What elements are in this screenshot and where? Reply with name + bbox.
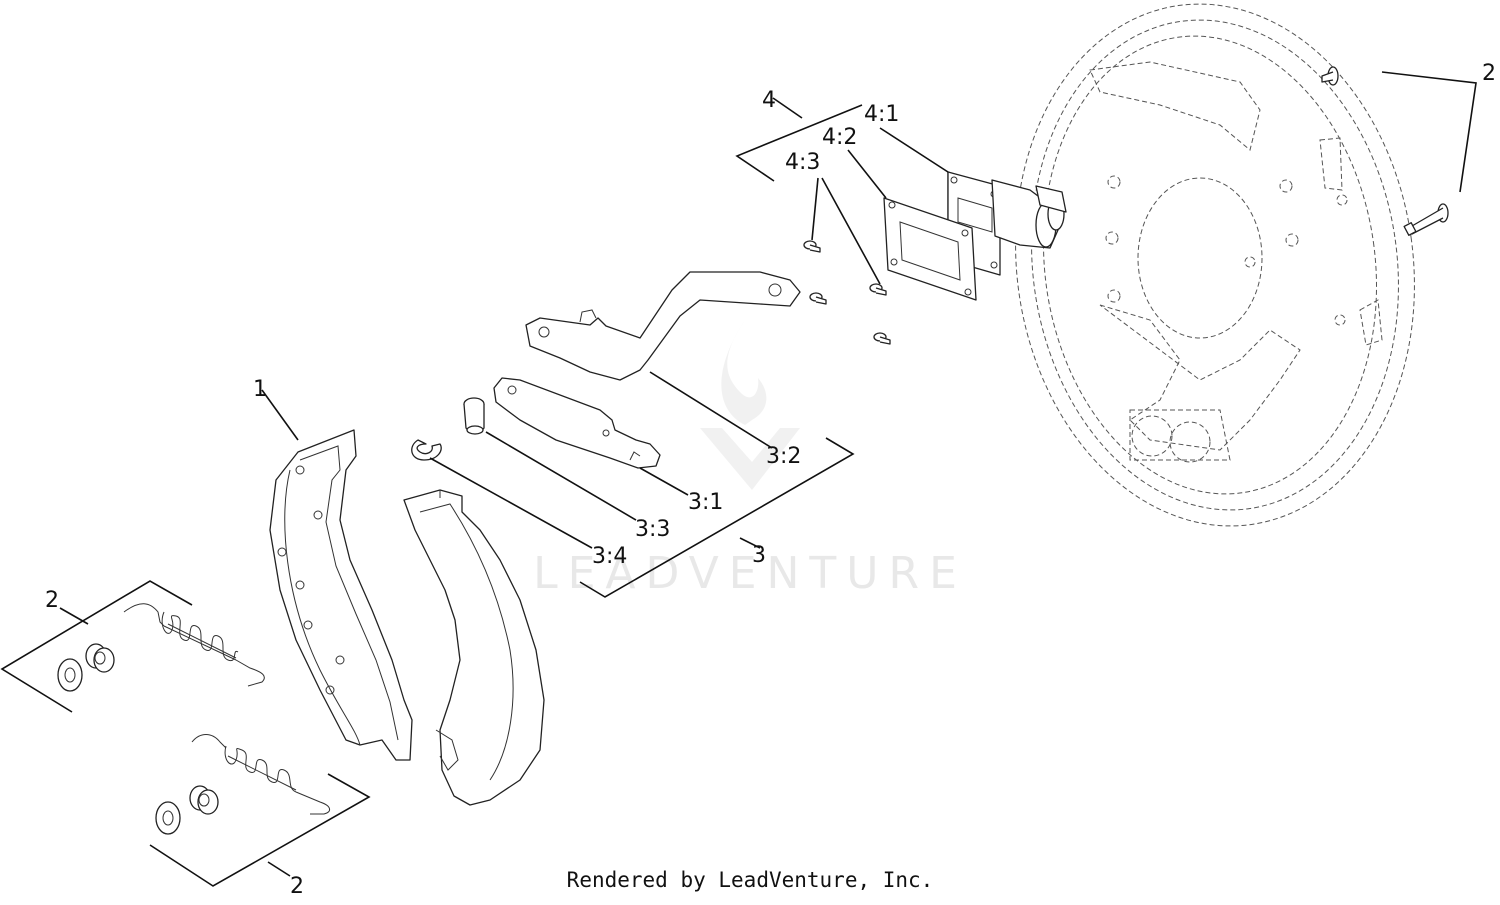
callout-3-2: 3:2 — [766, 444, 801, 469]
screw-icon — [803, 240, 821, 253]
part-2-right-bolts — [1321, 66, 1449, 236]
screw-icon — [809, 292, 827, 305]
footer-credit: Rendered by LeadVenture, Inc. — [566, 868, 934, 892]
callout-2-left: 2 — [45, 588, 59, 613]
callout-labels: 1 2 2 2 3 3:1 3:2 3:3 3:4 4 4:1 4:2 4:3 — [45, 61, 1496, 899]
spring-coil-icon — [161, 611, 239, 662]
part-4-3-screws — [803, 240, 891, 345]
brake-shoe-right — [403, 489, 545, 806]
spring-lower — [191, 734, 330, 815]
spring-coil-icon — [224, 745, 297, 793]
hold-down-cup-lower — [155, 801, 181, 835]
part-3-4-eclip — [411, 439, 442, 461]
part-3-1-plate — [493, 377, 661, 469]
leader-lines — [261, 127, 949, 549]
callout-3-3: 3:3 — [635, 517, 670, 542]
part-3-2-lever — [525, 271, 801, 381]
callout-3-1: 3:1 — [688, 490, 723, 515]
bolt-icon — [1321, 66, 1339, 86]
callout-bracket-group-2-left — [0, 580, 193, 713]
screw-icon — [869, 283, 887, 296]
callout-2-bottom: 2 — [290, 874, 304, 899]
callout-4-2: 4:2 — [822, 125, 857, 150]
watermark-text: LEADVENTURE — [533, 548, 967, 599]
callout-4-3: 4:3 — [785, 150, 820, 175]
callout-2-right: 2 — [1482, 61, 1496, 86]
part-4-2-gasket — [883, 197, 977, 301]
callout-4: 4 — [762, 88, 776, 113]
part-1-brake-shoe-left — [269, 429, 413, 761]
watermark-logo-icon — [700, 320, 800, 490]
hold-down-spring-upper — [85, 643, 115, 673]
callout-3: 3 — [752, 543, 766, 568]
hold-down-spring-lower — [189, 785, 219, 815]
part-3-3-pin — [463, 397, 485, 435]
callout-bracket-group-3 — [579, 437, 855, 598]
callout-bracket-group-2-bottom — [149, 773, 371, 887]
callout-3-4: 3:4 — [592, 544, 627, 569]
watermark: LEADVENTURE — [533, 320, 967, 599]
hold-down-cup-upper — [57, 658, 83, 692]
part-4-1-wheel-cylinder — [947, 171, 1067, 276]
callout-1: 1 — [253, 377, 267, 402]
callout-bracket-group-4 — [735, 97, 863, 182]
backing-plate — [1015, 3, 1415, 527]
screw-icon — [873, 332, 891, 345]
bolt-icon — [1403, 203, 1449, 236]
callout-4-1: 4:1 — [864, 102, 899, 127]
callout-bracket-group-2-right — [1381, 71, 1477, 193]
spring-upper — [123, 603, 265, 687]
